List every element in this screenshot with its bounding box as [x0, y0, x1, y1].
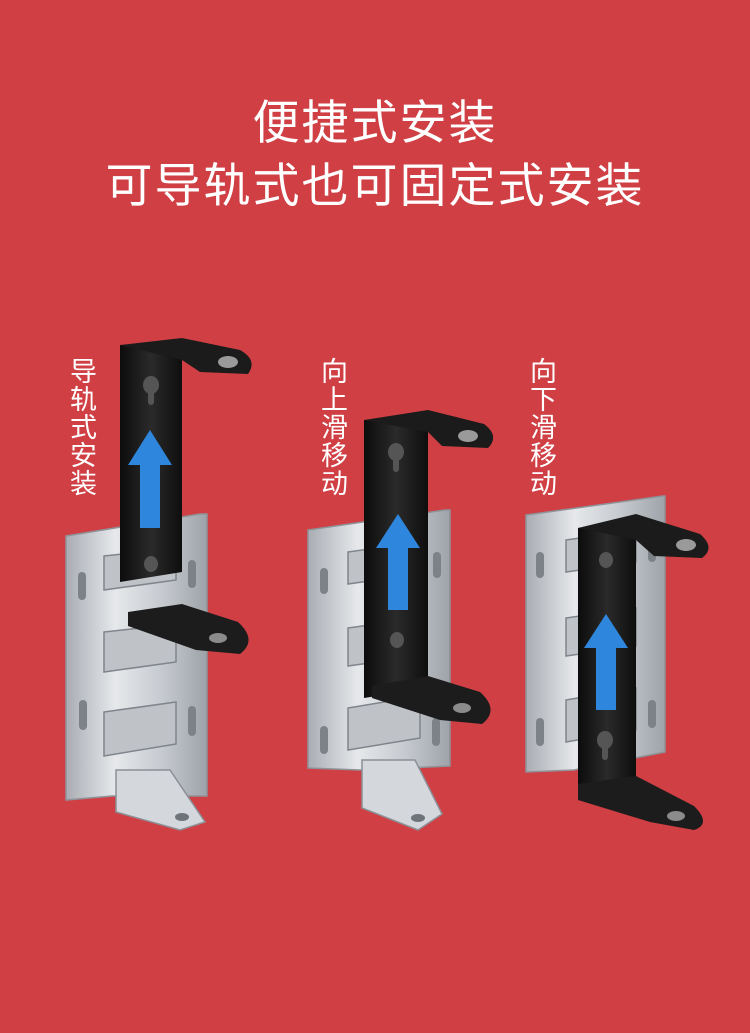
headline-line-2: 可导轨式也可固定式安装: [105, 159, 645, 214]
label-slide-down: 向下滑移动: [525, 357, 556, 497]
bracket-rail-mount: [65, 338, 252, 831]
label-slide-up: 向上滑移动: [316, 357, 347, 497]
headline-line-1: 便捷式安装: [252, 96, 498, 151]
label-rail-mount: 导轨式安装: [65, 357, 96, 497]
bracket-slide-down: [525, 495, 709, 830]
arrow-up-icon: [376, 514, 420, 610]
arrow-up-icon: [128, 430, 172, 528]
arrow-up-icon: [584, 614, 628, 710]
bracket-slide-up: [307, 410, 494, 831]
